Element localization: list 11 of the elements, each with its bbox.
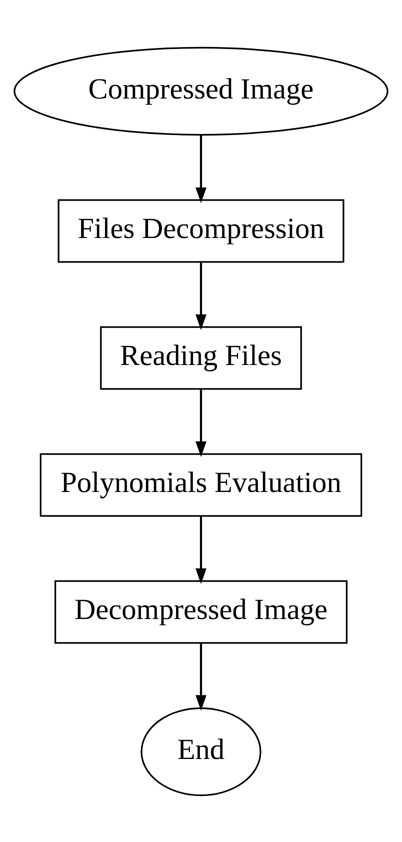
arrow [196, 261, 206, 330]
arrow [196, 515, 206, 584]
node-ellipse: End [140, 706, 262, 796]
arrow [196, 134, 206, 203]
arrow [196, 642, 206, 710]
node-box: Files Decompression [58, 198, 344, 262]
node-box: Decompressed Image [54, 580, 348, 644]
node-box: Polynomials Evaluation [40, 452, 362, 516]
node-ellipse: Compressed Image [14, 46, 388, 136]
node-box: Reading Files [100, 326, 302, 390]
arrow [196, 388, 206, 457]
